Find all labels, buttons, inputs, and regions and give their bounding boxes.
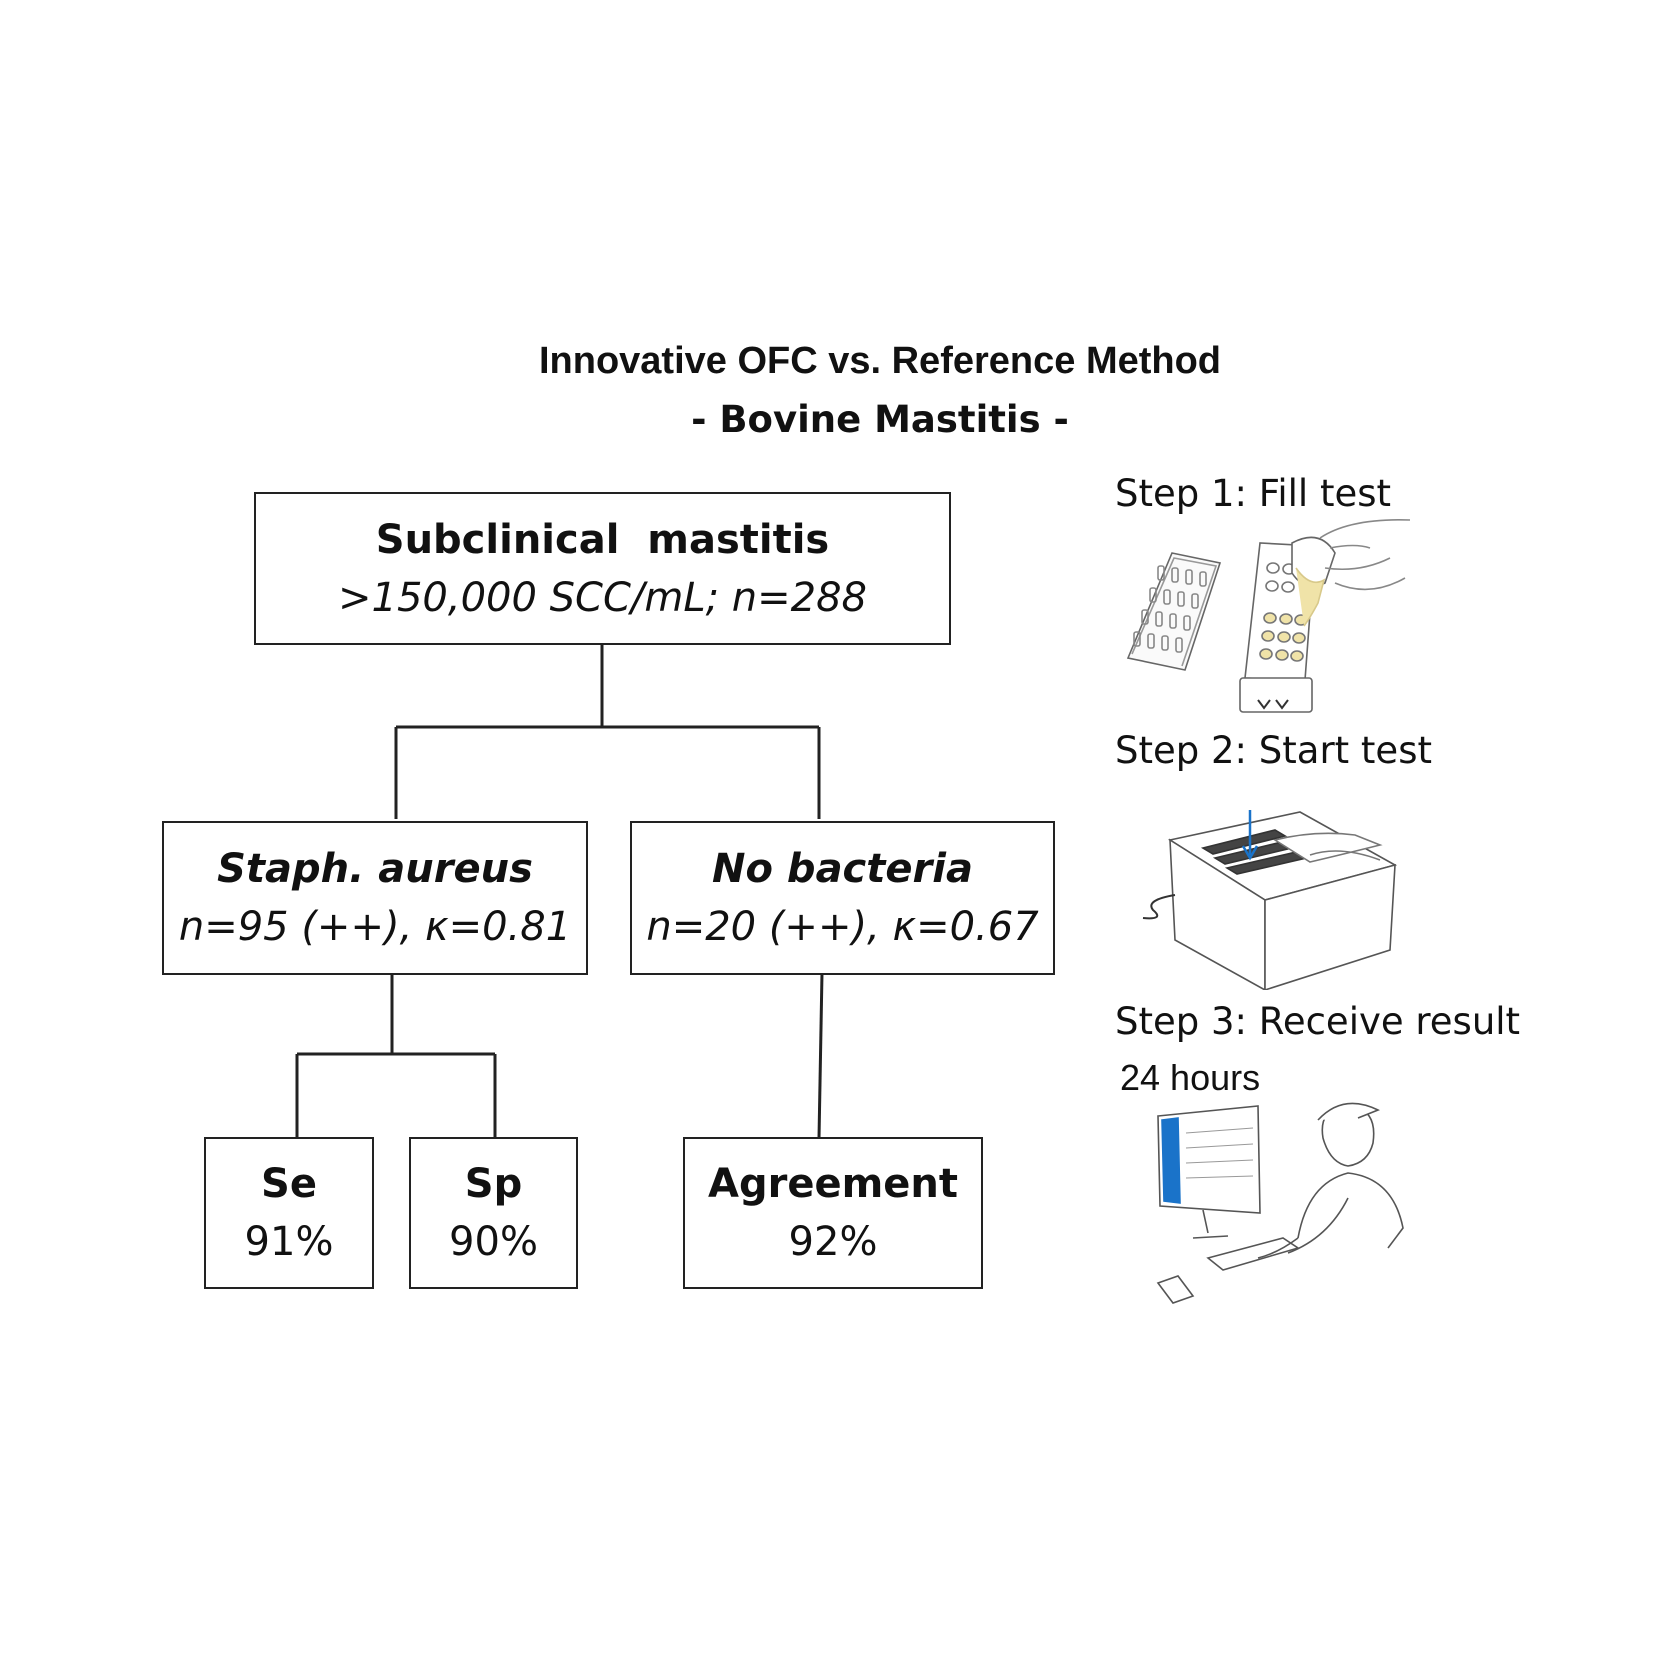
step3-label: Step 3: Receive result <box>1115 1000 1521 1043</box>
agreement-value: 92% <box>788 1219 878 1265</box>
se-value: 91% <box>244 1219 334 1265</box>
nobact-box: No bacteria n=20 (++), κ=0.67 <box>630 821 1055 975</box>
staph-box: Staph. aureus n=95 (++), κ=0.81 <box>162 821 588 975</box>
staph-title: Staph. aureus <box>217 846 533 892</box>
root-detail: >150,000 SCC/mL; n=288 <box>337 574 868 621</box>
diagram-subtitle: - Bovine Mastitis - <box>691 398 1069 441</box>
agreement-title: Agreement <box>708 1161 958 1207</box>
step1-label: Step 1: Fill test <box>1115 472 1392 515</box>
sp-title: Sp <box>464 1161 523 1207</box>
sp-value: 90% <box>449 1219 538 1265</box>
staph-detail: n=95 (++), κ=0.81 <box>178 904 572 950</box>
receive-result-illustration <box>1156 1102 1404 1304</box>
se-box: Se 91% <box>204 1137 374 1289</box>
root-title: Subclinical mastitis <box>375 516 830 563</box>
connector-nobact-down <box>817 972 824 1139</box>
step2-label: Step 2: Start test <box>1115 729 1432 772</box>
diagram-title: Innovative OFC vs. Reference Method <box>538 340 1222 382</box>
root-box: Subclinical mastitis >150,000 SCC/mL; n=… <box>254 492 951 645</box>
nobact-title: No bacteria <box>712 846 973 892</box>
fill-test-illustration <box>1126 519 1410 713</box>
nobact-detail: n=20 (++), κ=0.67 <box>646 904 1039 950</box>
se-title: Se <box>261 1161 317 1207</box>
start-test-illustration <box>1142 810 1398 990</box>
sp-box: Sp 90% <box>409 1137 578 1289</box>
agreement-box: Agreement 92% <box>683 1137 983 1289</box>
step3-time: 24 hours <box>1120 1057 1261 1098</box>
